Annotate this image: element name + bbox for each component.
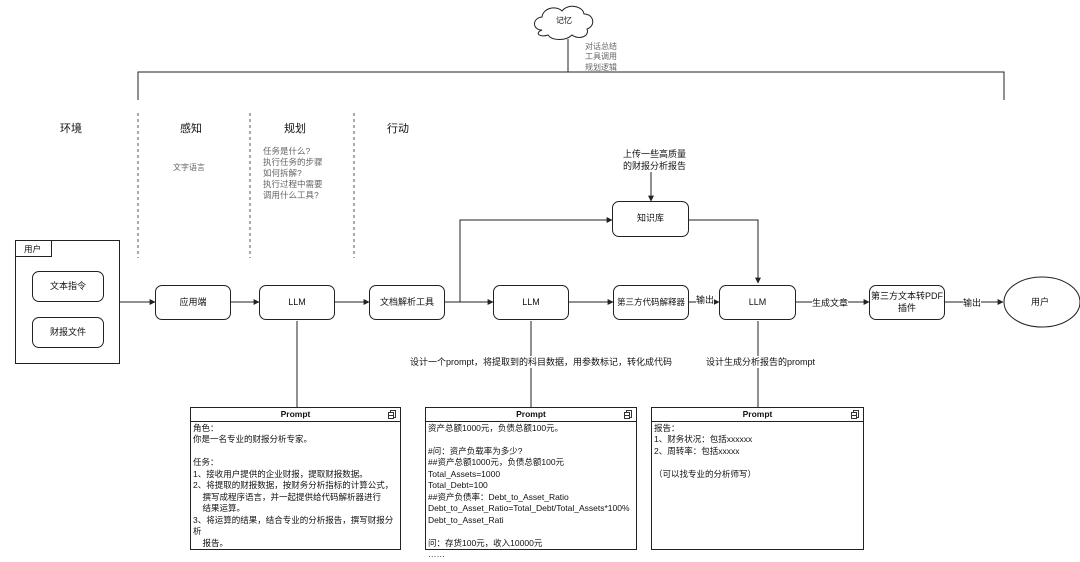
prompt-card-1: Prompt 角色： 你是一名专业的财报分析专家。 任务： 1、接收用户提供的企… bbox=[190, 407, 401, 550]
node-code-interpreter: 第三方代码解释器 bbox=[613, 285, 689, 320]
label-design-prompt-2: 设计生成分析报告的prompt bbox=[706, 356, 816, 369]
label-upload: 上传一些高质量 的财报分析报告 bbox=[623, 148, 686, 172]
node-app: 应用端 bbox=[155, 285, 231, 320]
prompt-card-title: Prompt bbox=[426, 408, 636, 422]
memory-cloud-shape bbox=[534, 5, 594, 40]
node-pdf-plugin: 第三方文本转PDF 插件 bbox=[869, 285, 945, 320]
node-llm-2: LLM bbox=[493, 285, 569, 320]
node-knowledge-base: 知识库 bbox=[612, 201, 689, 237]
prompt-title-text: Prompt bbox=[742, 409, 773, 419]
prompt-card-title: Prompt bbox=[191, 408, 400, 422]
label-output-2: 输出 bbox=[963, 297, 982, 310]
memory-note: 规划逻辑 bbox=[585, 62, 617, 72]
label-output-1: 输出 bbox=[696, 294, 715, 307]
stage-env: 环境 bbox=[60, 123, 82, 135]
component-icon bbox=[388, 410, 396, 419]
label-design-prompt-1: 设计一个prompt，将提取到的科目数据，用参数标记，转化成代码 bbox=[410, 356, 673, 369]
component-icon bbox=[624, 410, 632, 419]
node-llm-3: LLM bbox=[719, 285, 796, 320]
edge-parser-kb bbox=[459, 217, 613, 302]
label-upload-line: 上传一些高质量 bbox=[623, 149, 687, 159]
planning-note-line: 执行任务的步骤 bbox=[263, 157, 323, 168]
prompt-title-text: Prompt bbox=[280, 409, 311, 419]
prompt-title-text: Prompt bbox=[516, 409, 546, 419]
prompt-card-2: Prompt 资产总额1000元，负债总额100元。 #问：资产负载率为多少? … bbox=[425, 407, 637, 559]
memory-bracket bbox=[137, 71, 1005, 100]
label-upload-line: 的财报分析报告 bbox=[623, 161, 687, 172]
memory-notes: 对话总结 工具调用 规划逻辑 bbox=[585, 42, 617, 73]
memory-note: 对话总结 bbox=[585, 42, 617, 51]
prompt-card-body: 角色： 你是一名专业的财报分析专家。 任务： 1、接收用户提供的企业财报，提取财… bbox=[193, 423, 394, 548]
prompt-card-body: 报告： 1、财务状况：包括xxxxxx 2、周转率：包括xxxxx （可以找专业… bbox=[654, 423, 757, 479]
user-panel: 用户 文本指令 财报文件 bbox=[15, 240, 120, 364]
planning-note: 任务是什么? 执行任务的步骤 如何拆解? 执行过程中需要 调用什么工具? bbox=[263, 146, 323, 201]
prompt-card-body: 资产总额1000元，负债总额100元。 #问：资产负载率为多少? ##资产总额1… bbox=[428, 423, 630, 560]
stage-action: 行动 bbox=[387, 123, 409, 135]
prompt-card-3: Prompt 报告： 1、财务状况：包括xxxxxx 2、周转率：包括xxxxx… bbox=[651, 407, 864, 550]
planning-note-line: 调用什么工具? bbox=[263, 190, 319, 201]
user-panel-title: 用户 bbox=[16, 241, 52, 257]
node-pdf-plugin-line: 插件 bbox=[897, 302, 916, 313]
node-user-end: 用户 bbox=[1031, 297, 1050, 307]
planning-note-line: 如何拆解? bbox=[263, 168, 302, 179]
node-llm-1: LLM bbox=[259, 285, 335, 320]
memory-note: 工具调用 bbox=[585, 52, 617, 62]
user-item-financial-report: 财报文件 bbox=[32, 317, 104, 348]
stage-planning: 规划 bbox=[284, 123, 306, 135]
stage-perception: 感知 bbox=[180, 123, 202, 135]
memory-label: 记忆 bbox=[556, 16, 572, 25]
planning-note-line: 执行过程中需要 bbox=[263, 179, 323, 190]
edge-kb-llm3 bbox=[689, 219, 761, 284]
component-icon bbox=[851, 410, 859, 419]
user-end-shape bbox=[1003, 276, 1080, 328]
node-pdf-plugin-line: 第三方文本转PDF bbox=[870, 291, 943, 302]
user-item-text-command: 文本指令 bbox=[32, 271, 104, 302]
planning-note-line: 任务是什么? bbox=[263, 146, 311, 156]
node-doc-parser: 文档解析工具 bbox=[369, 285, 445, 320]
label-generate: 生成文章 bbox=[812, 297, 849, 310]
perception-note: 文字语言 bbox=[173, 163, 205, 172]
prompt-card-title: Prompt bbox=[652, 408, 863, 422]
